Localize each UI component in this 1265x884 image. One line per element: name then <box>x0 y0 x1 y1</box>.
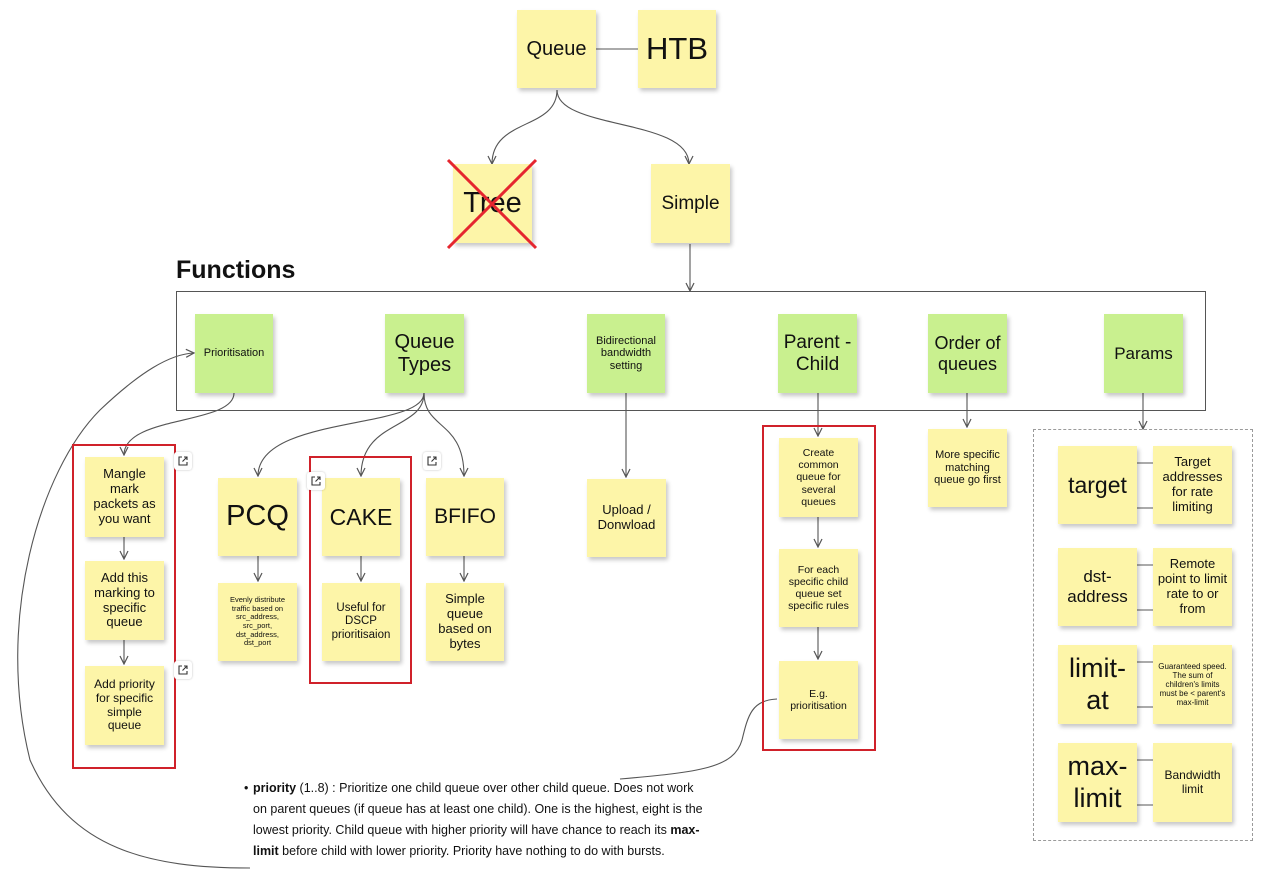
external-link-icon[interactable] <box>423 452 441 470</box>
pcq-label: PCQ <box>226 500 289 533</box>
prioritisation-label: Prioritisation <box>203 347 265 360</box>
dst-address-desc-note[interactable]: Remote point to limit rate to or from <box>1153 548 1232 626</box>
add-priority-note[interactable]: Add priority for specific simple queue <box>85 666 164 745</box>
priority-rest-text: before child with lower priority. Priori… <box>278 844 665 858</box>
create-common-label: Create common queue for several queues <box>796 447 841 508</box>
parent-child-note[interactable]: Parent - Child <box>778 314 857 393</box>
connector-qt-bfifo <box>423 392 464 476</box>
connector-priority-loop <box>17 353 251 869</box>
bfifo-desc-note[interactable]: Simple queue based on bytes <box>426 583 504 661</box>
connector-qt-pcq <box>258 392 425 476</box>
pcq-desc-note[interactable]: Evenly distribute traffic based on src_a… <box>218 583 297 661</box>
target-label: target <box>1068 471 1127 498</box>
connector-target-pair <box>1137 462 1153 509</box>
external-link-icon[interactable] <box>174 452 192 470</box>
eg-prioritisation-label: E.g. prioritisation <box>790 687 847 712</box>
params-group-frame <box>1033 429 1253 841</box>
cake-desc-note[interactable]: Useful for DSCP prioritisaion <box>322 583 400 661</box>
order-desc-label: More specific matching queue go first <box>934 449 1001 487</box>
upload-download-label: Upload / Donwload <box>597 502 656 532</box>
add-priority-label: Add priority for specific simple queue <box>94 676 155 733</box>
simple-label: Simple <box>661 192 720 214</box>
order-of-queues-note[interactable]: Order of queues <box>928 314 1007 393</box>
external-link-icon[interactable] <box>307 472 325 490</box>
priority-description[interactable]: • priority (1..8) : Prioritize one child … <box>244 778 708 862</box>
dst-address-desc-label: Remote point to limit rate to or from <box>1157 556 1228 616</box>
queue-types-note[interactable]: Queue Types <box>385 314 464 393</box>
limit-at-label: limit-at <box>1069 653 1126 715</box>
connector-eg-priority <box>619 698 778 780</box>
max-limit-note[interactable]: max-limit <box>1058 743 1137 822</box>
connector-limit-pair <box>1137 661 1153 708</box>
cross-out-mark <box>446 158 538 250</box>
connector-max-pair <box>1137 759 1153 806</box>
queue-label: Queue <box>526 37 587 60</box>
limit-at-desc-note[interactable]: Guaranteed speed. The sum of children's … <box>1153 645 1232 724</box>
eg-prioritisation-note[interactable]: E.g. prioritisation <box>779 661 858 739</box>
limit-at-note[interactable]: limit-at <box>1058 645 1137 724</box>
highlight-prioritisation-steps <box>72 444 176 769</box>
limit-at-desc-label: Guaranteed speed. The sum of children's … <box>1158 661 1227 708</box>
max-limit-term: max-limit <box>253 823 700 858</box>
add-marking-label: Add this marking to specific queue <box>94 569 155 630</box>
for-each-note[interactable]: For each specific child queue set specif… <box>779 549 858 627</box>
pcq-desc-label: Evenly distribute traffic based on src_a… <box>229 595 286 648</box>
create-common-note[interactable]: Create common queue for several queues <box>779 438 858 517</box>
bfifo-label: BFIFO <box>434 504 496 528</box>
params-label: Params <box>1114 343 1173 363</box>
order-desc-note[interactable]: More specific matching queue go first <box>928 429 1007 507</box>
connector-prio-mangle <box>124 392 235 455</box>
connector-qt-cake <box>361 392 425 476</box>
cake-note[interactable]: CAKE <box>322 478 400 556</box>
max-limit-label: max-limit <box>1067 751 1128 813</box>
functions-frame <box>176 291 1206 411</box>
target-desc-label: Target addresses for rate limiting <box>1162 454 1223 514</box>
priority-term: priority <box>253 781 297 795</box>
mangle-label: Mangle mark packets as you want <box>93 466 156 526</box>
bullet-icon: • <box>244 781 249 795</box>
highlight-cake <box>309 456 412 684</box>
max-limit-desc-label: Bandwidth limit <box>1164 767 1221 796</box>
parent-child-label: Parent - Child <box>783 331 852 375</box>
pcq-note[interactable]: PCQ <box>218 478 297 556</box>
cake-label: CAKE <box>329 503 393 530</box>
htb-label: HTB <box>646 31 708 67</box>
dst-address-note[interactable]: dst-address <box>1058 548 1137 626</box>
priority-range-text: (1..8) : Prioritize one child queue over… <box>253 781 703 837</box>
for-each-label: For each specific child queue set specif… <box>788 563 849 613</box>
external-link-icon[interactable] <box>174 661 192 679</box>
max-limit-desc-note[interactable]: Bandwidth limit <box>1153 743 1232 822</box>
simple-note[interactable]: Simple <box>651 164 730 243</box>
htb-note[interactable]: HTB <box>638 10 716 88</box>
connector-queue-tree <box>492 89 558 164</box>
bfifo-note[interactable]: BFIFO <box>426 478 504 556</box>
connector-queue-simple <box>556 89 689 164</box>
bidirectional-note[interactable]: Bidirectional bandwidth setting <box>587 314 665 393</box>
queue-types-label: Queue Types <box>394 330 455 376</box>
bidirectional-label: Bidirectional bandwidth setting <box>596 334 656 372</box>
queue-note[interactable]: Queue <box>517 10 596 88</box>
functions-heading: Functions <box>176 256 296 284</box>
cake-desc-label: Useful for DSCP prioritisaion <box>331 602 391 641</box>
highlight-parent-child-steps <box>762 425 876 751</box>
prioritisation-note[interactable]: Prioritisation <box>195 314 273 393</box>
params-note[interactable]: Params <box>1104 314 1183 393</box>
bfifo-desc-label: Simple queue based on bytes <box>438 591 492 651</box>
target-note[interactable]: target <box>1058 446 1137 524</box>
dst-address-label: dst-address <box>1067 567 1128 606</box>
mangle-note[interactable]: Mangle mark packets as you want <box>85 457 164 537</box>
connector-dst-pair <box>1137 564 1153 611</box>
target-desc-note[interactable]: Target addresses for rate limiting <box>1153 446 1232 524</box>
add-marking-note[interactable]: Add this marking to specific queue <box>85 561 164 640</box>
order-of-queues-label: Order of queues <box>934 332 1001 374</box>
upload-download-note[interactable]: Upload / Donwload <box>587 479 666 557</box>
